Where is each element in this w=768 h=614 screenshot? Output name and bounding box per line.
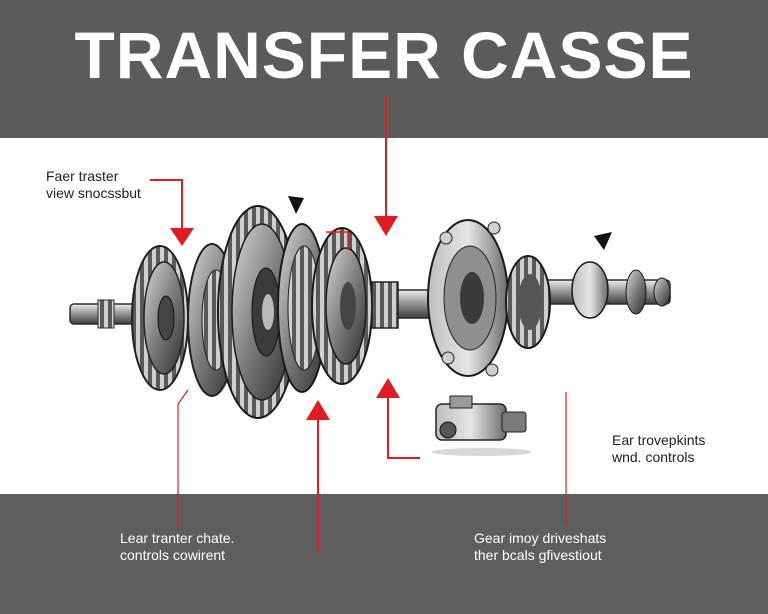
callout-arrow-clutch — [326, 231, 349, 250]
synchronizer-sleeve — [371, 281, 399, 329]
footer-band — [0, 494, 768, 614]
leader-line-left — [177, 389, 189, 530]
label-top-left: Faer traster view snocssbut — [46, 168, 141, 201]
diagram-title: TRANSFER CASSE — [74, 18, 694, 92]
callout-arrow-center-low — [306, 400, 330, 552]
rear-housing — [427, 219, 509, 377]
pointer-marker-left — [288, 196, 304, 214]
label-bottom-right: Gear imoy driveshats ther bcals gfivesti… — [474, 530, 607, 563]
label-right-middle: Ear trovepkints wnd. controls — [612, 432, 706, 465]
header-band — [0, 0, 768, 138]
pointer-marker-right — [594, 232, 612, 250]
callout-arrow-title — [374, 96, 398, 236]
callout-arrow-pump — [376, 378, 420, 459]
clutch-pack — [277, 223, 327, 393]
callout-arrow-top-left — [150, 179, 194, 246]
label-bottom-left: Lear tranter chate. controls cowirent — [120, 530, 235, 563]
shaft-spline — [97, 299, 115, 329]
input-gear — [131, 245, 189, 391]
drive-sprocket — [217, 205, 299, 419]
output-gear — [311, 227, 373, 385]
pump-assembly — [432, 395, 532, 456]
chain-sprocket — [505, 255, 551, 349]
output-yoke — [571, 261, 671, 319]
